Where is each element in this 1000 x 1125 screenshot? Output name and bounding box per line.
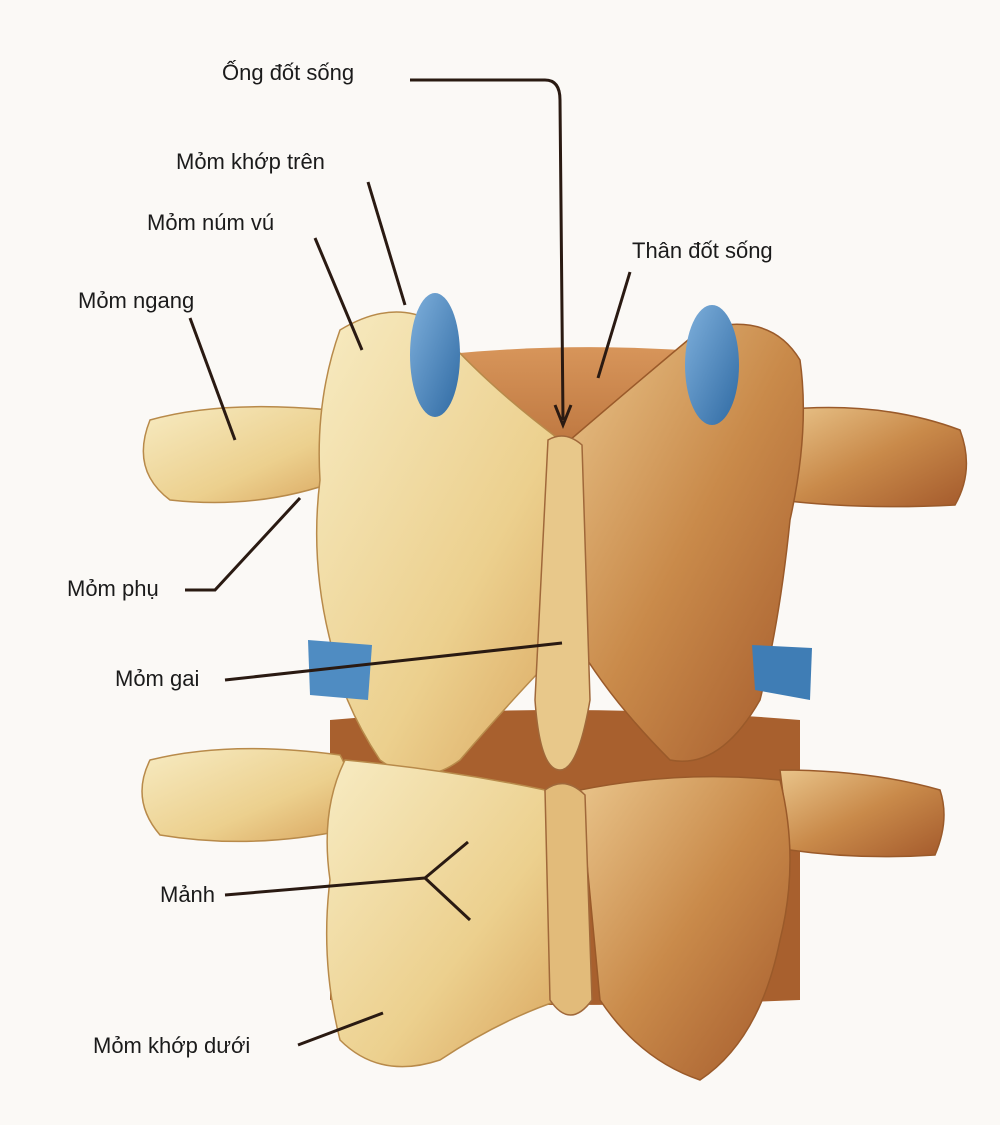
- lower-right-lamina: [579, 775, 791, 1081]
- upper-left-transverse-process: [142, 405, 349, 504]
- label-mom-khop-duoi: Mỏm khớp dưới: [93, 1033, 251, 1058]
- lower-left-transverse-process: [141, 747, 353, 843]
- left-superior-articular-facet: [410, 293, 460, 417]
- lower-left-lamina: [325, 759, 561, 1068]
- leader-than-dot-song: [596, 271, 632, 379]
- leader-mom-num-vu: [313, 237, 364, 351]
- leader-manh-up: [424, 840, 469, 880]
- leader-ong-dot-song: [410, 78, 565, 421]
- lower-right-transverse-process: [779, 769, 945, 858]
- leader-mom-khop-duoi: [297, 1011, 384, 1047]
- label-ong-dot-song: Ống đốt sống: [222, 60, 355, 85]
- label-mom-num-vu: Mỏm núm vú: [147, 210, 275, 235]
- leader-manh-main: [224, 876, 426, 897]
- upper-spinous-process: [534, 435, 591, 771]
- leader-manh-down: [423, 876, 472, 922]
- leader-mom-ngang: [188, 317, 237, 441]
- leader-arrow-head: [553, 404, 573, 430]
- label-manh: Mảnh: [160, 882, 216, 907]
- left-disc: [308, 640, 372, 700]
- right-superior-articular-facet: [685, 305, 739, 425]
- label-mom-khop-tren: Mỏm khớp trên: [176, 149, 325, 174]
- label-mom-phu: Mỏm phụ: [67, 576, 159, 601]
- leader-mom-gai: [224, 641, 563, 682]
- label-mom-ngang: Mỏm ngang: [78, 288, 195, 313]
- right-disc: [752, 645, 812, 700]
- label-than-dot-song: Thân đốt sống: [632, 238, 773, 263]
- label-mom-gai: Mỏm gai: [115, 666, 200, 691]
- upper-right-transverse-process: [779, 406, 968, 508]
- leader-mom-khop-tren: [366, 181, 407, 306]
- leader-mom-phu: [185, 496, 302, 592]
- leader-lines: [185, 78, 632, 1047]
- lower-spinous-process: [544, 782, 593, 1016]
